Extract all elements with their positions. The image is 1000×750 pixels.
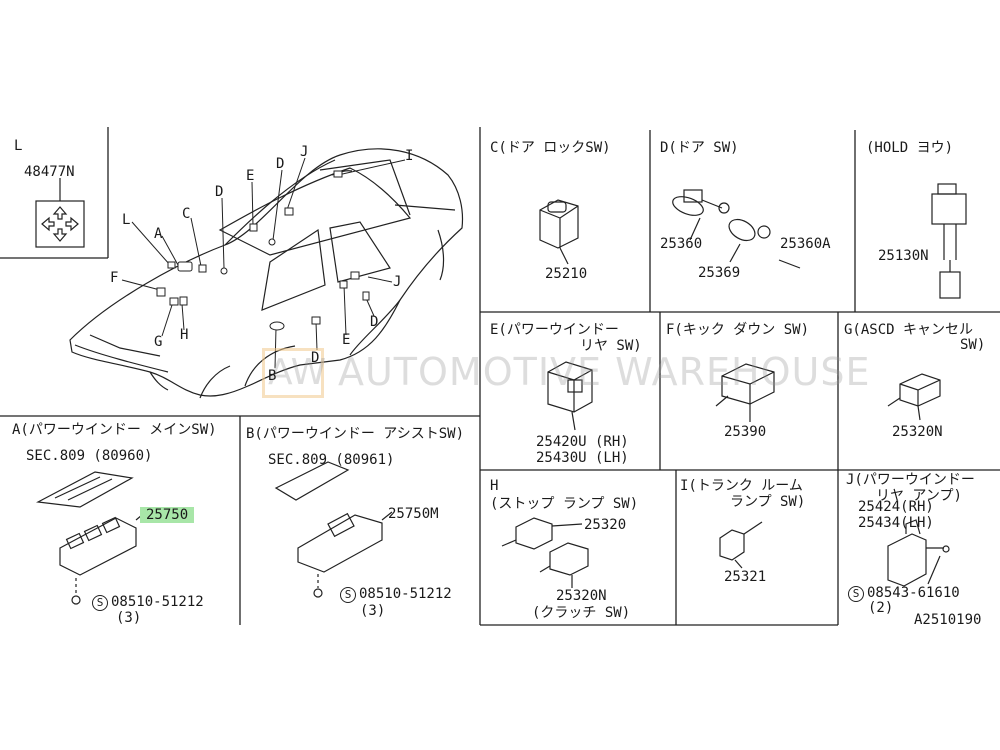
panel-f-title: F(キック ダウン SW) xyxy=(666,322,810,338)
panel-e-part-2: 25430U (LH) xyxy=(536,450,629,466)
panel-a-title: A(パワーウインドー メインSW) xyxy=(12,422,217,438)
panel-b-qty: (3) xyxy=(360,603,386,619)
panel-j-bolt-number: 08543-61610 xyxy=(867,585,960,601)
ascd-cancel-switch-drawing xyxy=(887,373,941,421)
s-circle-icon: S xyxy=(848,586,864,602)
panel-e-part-1: 25420U (RH) xyxy=(536,434,629,450)
callout-letter: G xyxy=(154,334,163,350)
panel-h-part-1: 25320 xyxy=(584,517,627,533)
callout-letter: E xyxy=(342,332,351,348)
panel-i-title-1: I(トランク ルーム xyxy=(680,478,803,494)
panel-j-part-1: 25424(RH) xyxy=(858,499,934,515)
callout-letter: J xyxy=(393,274,402,290)
car-part-markers xyxy=(156,170,370,331)
panel-i-title-2: ランプ SW) xyxy=(730,494,806,510)
panel-l-part: 48477N xyxy=(24,164,75,180)
assist-switch-drawing xyxy=(274,461,393,598)
panel-g-title-1: G(ASCD キャンセル xyxy=(844,322,974,338)
panel-c-title: C(ドア ロックSW) xyxy=(490,140,611,156)
panel-i-part: 25321 xyxy=(724,569,767,585)
drawing-id: A2510190 xyxy=(914,612,982,628)
door-lock-switch-drawing xyxy=(539,199,579,265)
panel-h-letter: H xyxy=(490,478,499,494)
s-circle-icon: S xyxy=(92,595,108,611)
mirror-switch-icon xyxy=(35,178,85,248)
watermark-text: AUTOMOTIVE WAREHOUSE xyxy=(338,350,871,394)
callout-letter: D xyxy=(370,314,379,330)
stop-lamp-switch-drawing xyxy=(501,517,589,588)
panel-j-part-2: 25434(LH) xyxy=(858,515,934,531)
panel-f-part: 25390 xyxy=(724,424,767,440)
callout-letter: I xyxy=(405,148,414,164)
callout-letter: A xyxy=(154,226,163,242)
panel-a-qty: (3) xyxy=(116,610,142,626)
panel-l-letter: L xyxy=(14,138,23,154)
main-switch-drawing xyxy=(36,471,149,605)
callout-letter: D xyxy=(215,184,224,200)
panel-hold-part: 25130N xyxy=(878,248,929,264)
panel-j-qty: (2) xyxy=(868,600,894,616)
callout-letter: L xyxy=(122,212,131,228)
rear-window-switch-drawing xyxy=(547,361,593,431)
watermark-badge-text: AW xyxy=(268,352,327,393)
panel-a-part: 25750 xyxy=(140,507,195,523)
kickdown-switch-drawing xyxy=(715,363,775,422)
callout-letter: D xyxy=(311,350,320,366)
trunk-lamp-switch-drawing xyxy=(719,521,763,569)
door-switch-drawing xyxy=(672,189,801,269)
panel-hold-title: (HOLD ヨウ) xyxy=(866,140,954,156)
car-leaders xyxy=(121,157,406,369)
panel-g-part: 25320N xyxy=(892,424,943,440)
callout-letter: E xyxy=(246,168,255,184)
panel-a-sec: SEC.809 (80960) xyxy=(26,448,153,464)
panel-b-part: 25750M xyxy=(388,506,439,522)
panel-d-part-3: 25360A xyxy=(780,236,831,252)
panel-b-bolt-number: 08510-51212 xyxy=(359,586,452,602)
panel-j-title-1: J(パワーウインドー xyxy=(846,472,975,488)
panel-c-part: 25210 xyxy=(545,266,588,282)
callout-letter: J xyxy=(300,144,309,160)
panel-d-part-2: 25369 xyxy=(698,265,741,281)
panel-b-sec: SEC.809 (80961) xyxy=(268,452,395,468)
panel-e-title-1: E(パワーウインドー xyxy=(490,322,619,338)
panel-h-part-2-note: (クラッチ SW) xyxy=(532,605,631,621)
panel-g-title-2: SW) xyxy=(960,337,986,353)
callout-letter: C xyxy=(182,206,191,222)
watermark-badge xyxy=(262,348,324,398)
callout-letter: B xyxy=(268,368,277,384)
panel-j-title-2: リヤ アンプ) xyxy=(876,488,962,504)
panel-h-title: (ストップ ランプ SW) xyxy=(490,496,639,512)
callout-letter: D xyxy=(276,156,285,172)
hold-relay-drawing xyxy=(931,183,967,299)
panel-d-part-1: 25360 xyxy=(660,236,703,252)
panel-h-part-2: 25320N xyxy=(556,588,607,604)
s-circle-icon: S xyxy=(340,587,356,603)
rear-amp-drawing xyxy=(887,519,950,587)
callout-letter: F xyxy=(110,270,119,286)
panel-e-title-2: リヤ SW) xyxy=(580,338,642,354)
panel-a-bolt-number: 08510-51212 xyxy=(111,594,204,610)
callout-letter: H xyxy=(180,327,189,343)
panel-b-title: B(パワーウインドー アシストSW) xyxy=(246,426,465,442)
panel-d-title: D(ドア SW) xyxy=(660,140,739,156)
